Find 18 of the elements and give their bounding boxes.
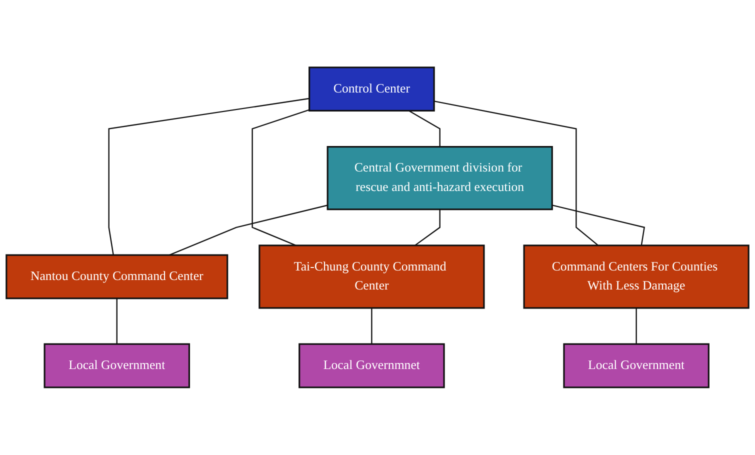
connector [434,100,599,246]
connector [552,204,646,246]
connector [169,204,328,256]
node-box: Nantou County Command Center [6,254,228,300]
connector [252,109,310,246]
node-box: Command Centers For Counties With Less Damage [523,244,750,309]
node-box: Local Governmnet [298,343,445,388]
connector [414,209,440,246]
connector [371,308,372,344]
connector [636,308,637,344]
node-box: Tai-Chung County Command Center [258,244,485,309]
connector [116,298,118,344]
node-box: Local Government [563,343,710,388]
node-box: Local Government [44,343,190,388]
node-box: Central Government division for rescue and anti-hazard execution [326,146,553,210]
connector [408,110,440,147]
connector [108,98,310,256]
node-box: Control Center [308,66,435,112]
